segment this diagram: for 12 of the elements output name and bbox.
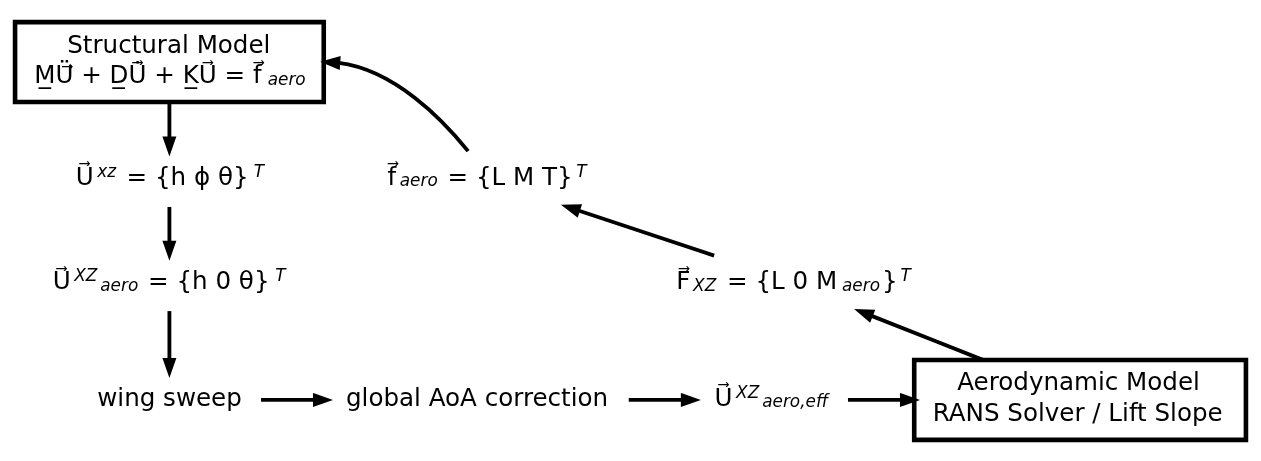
arrow <box>162 206 177 261</box>
node-text: global AoA correction <box>346 382 609 412</box>
arrow <box>847 392 920 407</box>
arrow <box>261 392 333 407</box>
arrow <box>162 101 177 156</box>
node-box: Structural Model M̲Ü⃗ + D̲U̇⃗ + K̲U⃗ = f⃗aero <box>12 19 327 104</box>
node-text: wing sweep <box>97 382 242 412</box>
arrow <box>320 55 470 152</box>
arrow <box>628 392 701 407</box>
node-box: Aerodynamic Model RANS Solver / Lift Slope <box>911 357 1249 442</box>
arrow <box>560 203 715 257</box>
arrow <box>162 310 177 378</box>
